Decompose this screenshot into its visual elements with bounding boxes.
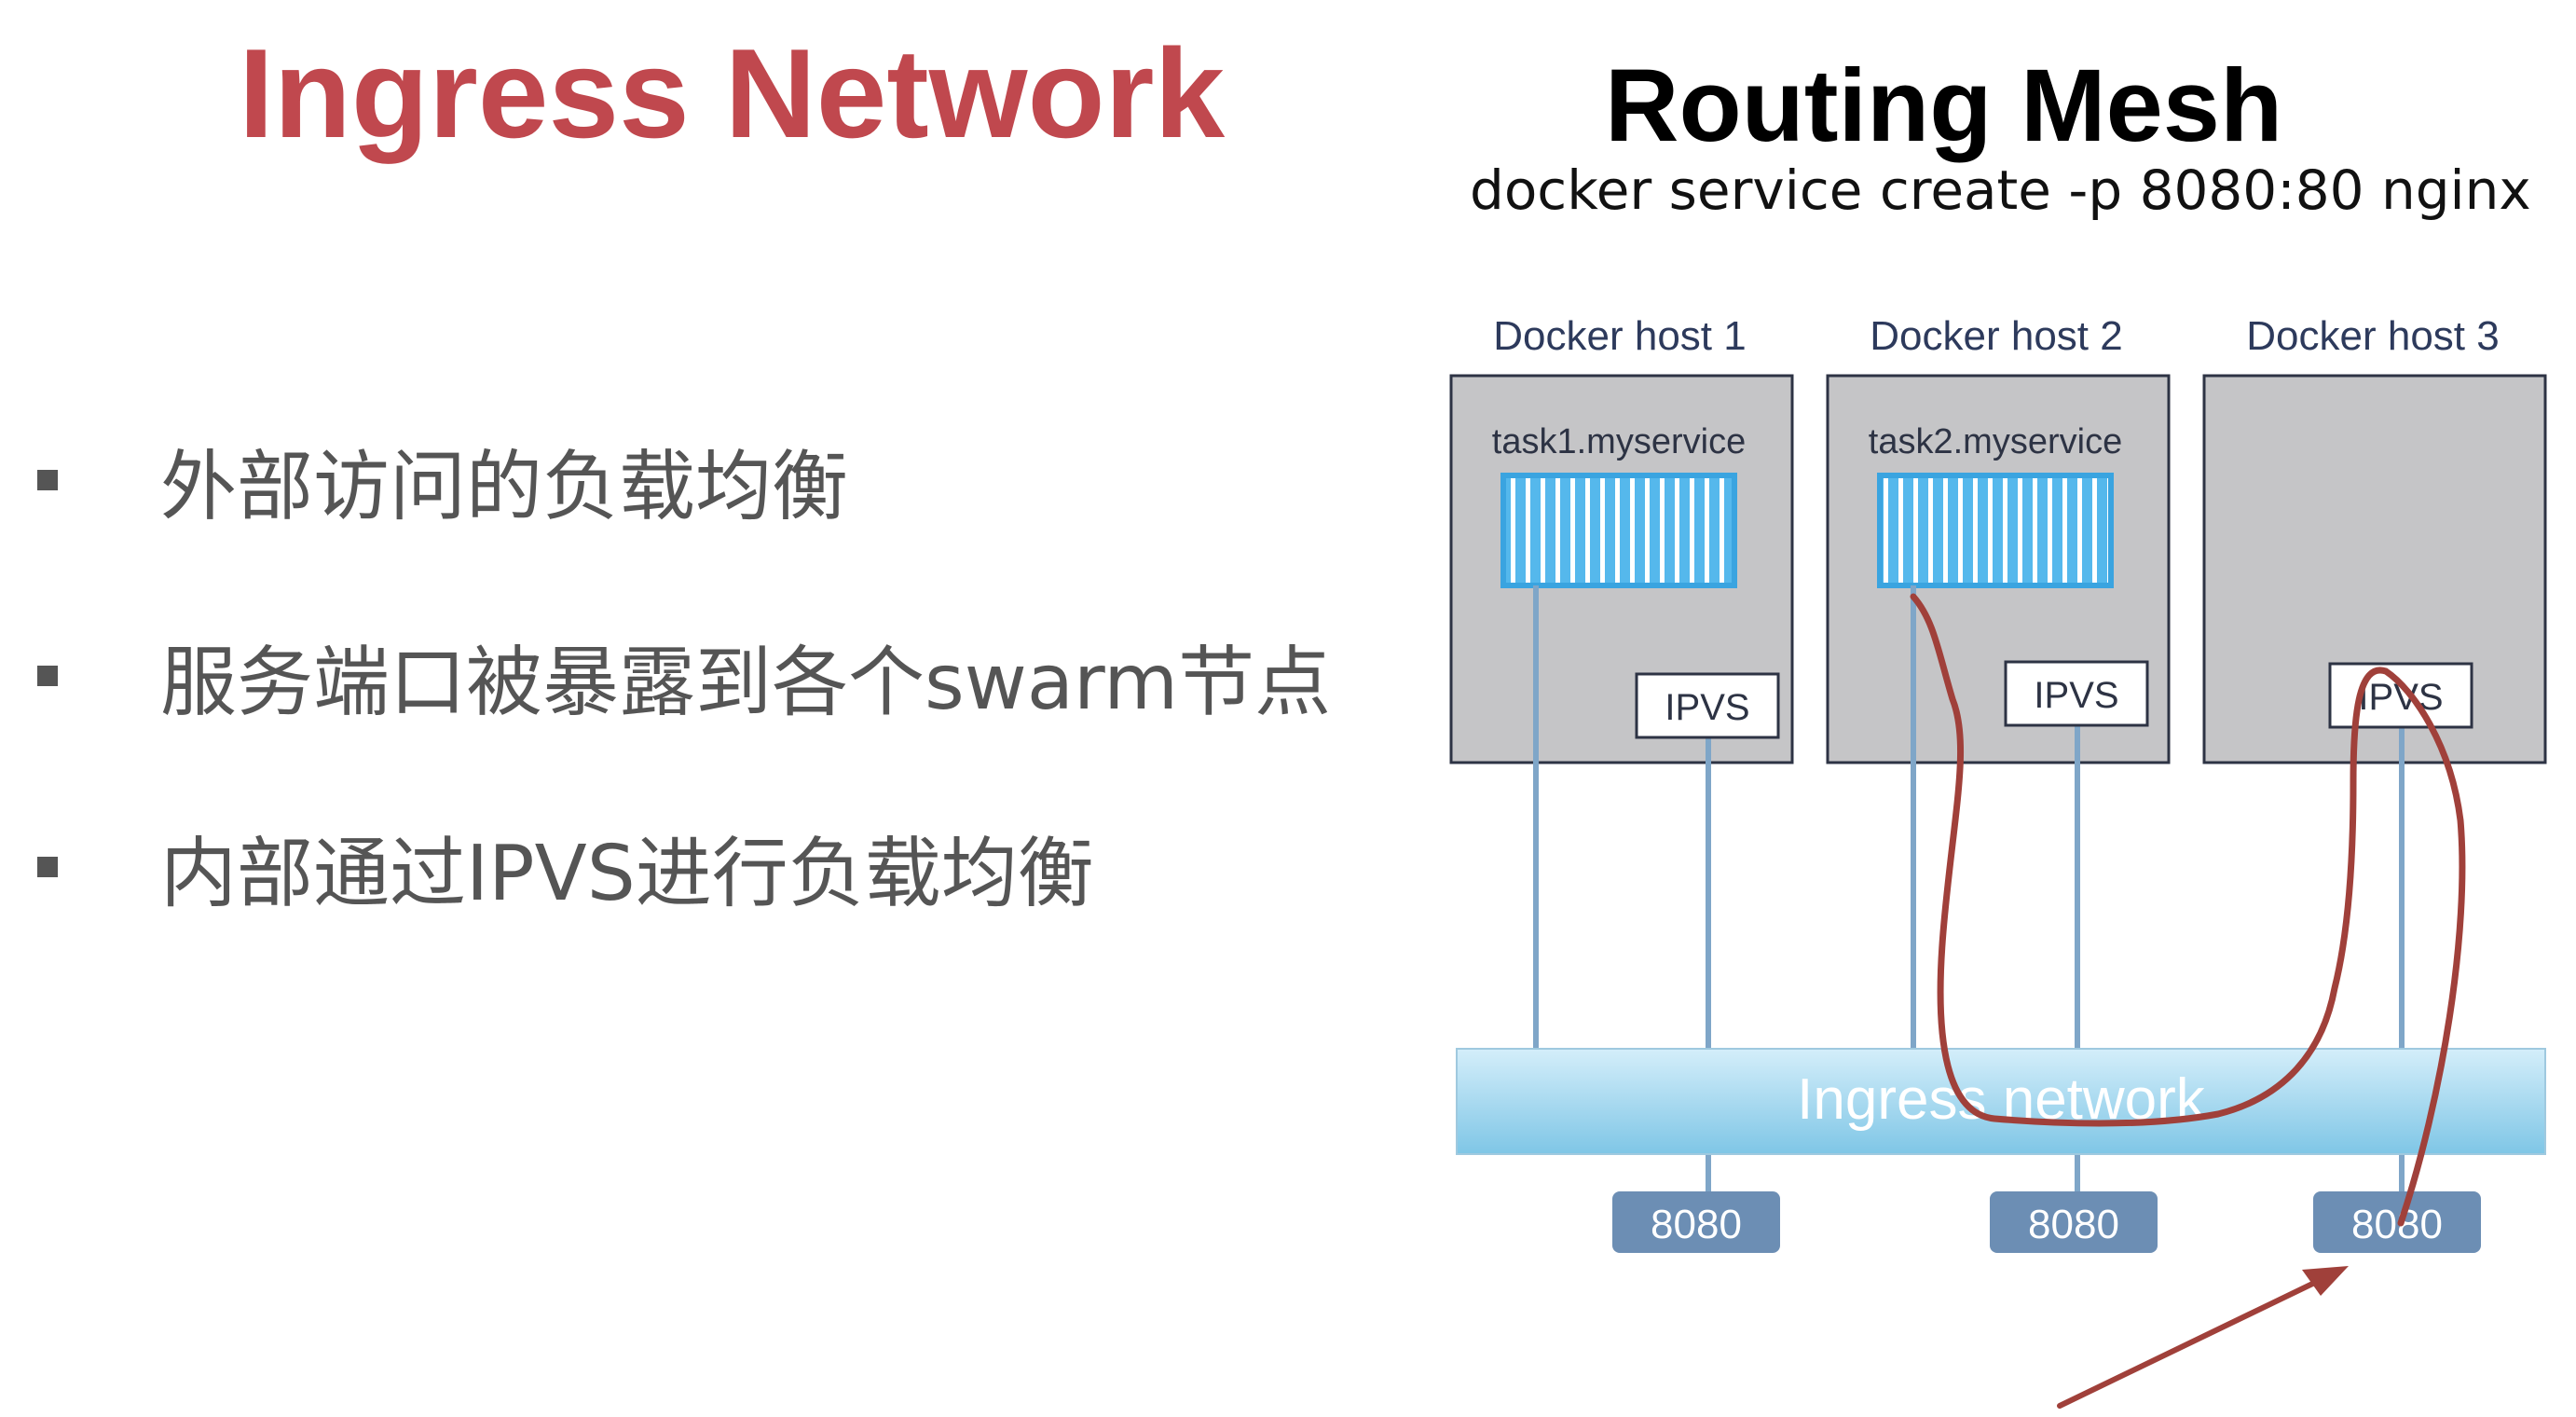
annotation-arrowhead-icon (2302, 1266, 2349, 1296)
ipvs-box-2 (2004, 660, 2149, 727)
bullet-square-icon (37, 665, 58, 686)
bullet-item: 外部访问的负载均衡 (37, 424, 848, 535)
docker-command: docker service create -p 8080:80 nginx (1470, 158, 2531, 222)
port-badge-2 (1990, 1191, 2158, 1253)
host-label-1: Docker host 1 (1493, 313, 1746, 359)
ingress-network-title: Ingress Network (239, 22, 1226, 164)
bullet-item: 内部通过IPVS进行负载均衡 (37, 811, 1094, 922)
task-label-1: task1.myservice (1492, 422, 1746, 461)
ipvs-box-1 (1635, 672, 1780, 739)
routing-mesh-title: Routing Mesh (1605, 48, 2283, 163)
ipvs-label-2: IPVS (2034, 675, 2118, 716)
port-badge-1 (1612, 1191, 1780, 1253)
host-label-3: Docker host 3 (2246, 313, 2499, 359)
container-icon (1500, 473, 1737, 588)
port-label-2: 8080 (2028, 1202, 2119, 1247)
annotation-traffic-path (1910, 593, 2466, 1227)
ingress-network-bar (1456, 1048, 2546, 1155)
port-label-3: 8080 (2351, 1202, 2443, 1247)
ipvs-label-1: IPVS (1665, 687, 1749, 728)
port-badge-3 (2313, 1191, 2481, 1253)
bullet-text: 内部通过IPVS进行负载均衡 (160, 830, 1094, 918)
port-label-1: 8080 (1651, 1202, 1742, 1247)
bullet-text: 服务端口被暴露到各个swarm节点 (160, 639, 1332, 727)
bullet-square-icon (37, 469, 58, 490)
host-label-2: Docker host 2 (1870, 313, 2122, 359)
task-label-2: task2.myservice (1869, 422, 2122, 461)
bullet-text: 外部访问的负载均衡 (160, 443, 849, 531)
bullet-square-icon (37, 856, 58, 877)
annotation-arrow-line (2057, 1273, 2333, 1409)
container-icon (1877, 473, 2114, 588)
connector-lines (1533, 585, 2405, 1191)
bullet-item: 服务端口被暴露到各个swarm节点 (37, 620, 1331, 731)
